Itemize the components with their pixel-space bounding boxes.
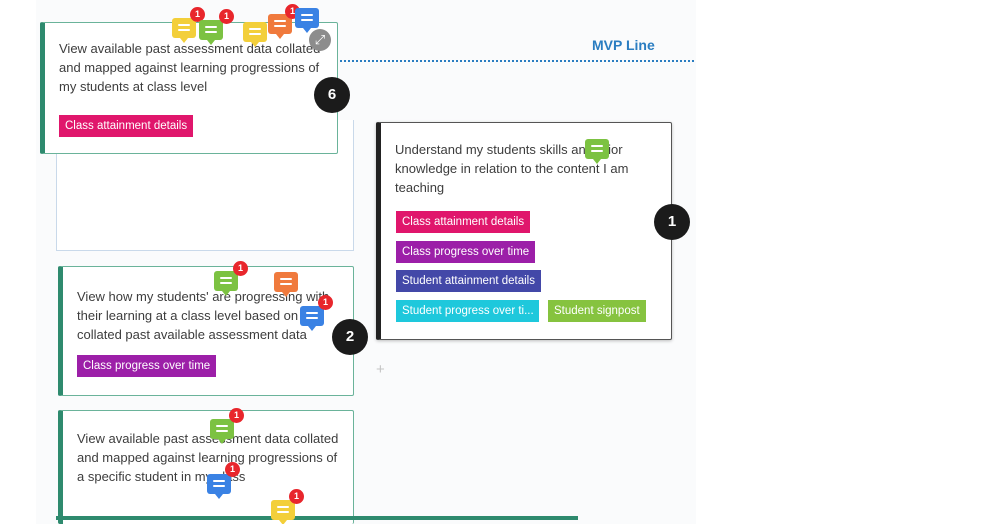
tag-class-progress-over-time[interactable]: Class progress over time bbox=[396, 241, 536, 263]
tag-class-progress-over-time[interactable]: Class progress over time bbox=[77, 355, 217, 377]
comment-icon[interactable] bbox=[585, 139, 609, 164]
board-margin bbox=[696, 0, 1000, 524]
comment-icon[interactable] bbox=[268, 14, 292, 39]
expand-arrows-icon[interactable]: ⤢ bbox=[309, 29, 331, 51]
story-card-class-progress[interactable]: View how my students' are progressing wi… bbox=[58, 266, 354, 396]
comment-icon[interactable] bbox=[271, 500, 295, 524]
comment-count-badge: 1 bbox=[289, 489, 304, 504]
comment-icon[interactable] bbox=[207, 474, 231, 499]
tag-class-attainment-details[interactable]: Class attainment details bbox=[396, 211, 531, 233]
tag-class-attainment-details[interactable]: Class attainment details bbox=[59, 115, 194, 137]
card-text: View available past assessment data coll… bbox=[59, 41, 321, 94]
card-number-badge: 6 bbox=[314, 77, 350, 113]
card-text: View how my students' are progressing wi… bbox=[77, 289, 330, 342]
comment-icon[interactable] bbox=[210, 419, 234, 444]
mvp-divider-line bbox=[336, 60, 694, 62]
comment-icon[interactable] bbox=[172, 18, 196, 43]
story-card-class-assessment[interactable]: View available past assessment data coll… bbox=[40, 22, 338, 154]
tag-student-progress-over-time[interactable]: Student progress over ti... bbox=[396, 300, 539, 322]
tag-student-signpost[interactable]: Student signpost bbox=[548, 300, 646, 322]
comment-count-badge: 1 bbox=[190, 7, 205, 22]
comment-icon[interactable] bbox=[214, 271, 238, 296]
story-card-student-assessment[interactable]: View available past assessment data coll… bbox=[58, 410, 354, 524]
comment-count-badge: 1 bbox=[318, 295, 333, 310]
story-card-understand-skills[interactable]: Understand my students skills and prior … bbox=[376, 122, 672, 340]
add-card-plus-icon[interactable]: + bbox=[376, 361, 385, 378]
comment-icon[interactable] bbox=[243, 22, 267, 47]
card-number-badge: 2 bbox=[332, 319, 368, 355]
card-number-badge: 1 bbox=[654, 204, 690, 240]
comment-count-badge: 1 bbox=[225, 462, 240, 477]
comment-icon[interactable] bbox=[300, 306, 324, 331]
comment-icon[interactable] bbox=[199, 20, 223, 45]
card-text: Understand my students skills and prior … bbox=[395, 142, 629, 195]
comment-icon[interactable] bbox=[295, 8, 319, 33]
comment-count-badge: 1 bbox=[233, 261, 248, 276]
card-text: View available past assessment data coll… bbox=[77, 431, 339, 484]
comment-count-badge: 1 bbox=[229, 408, 244, 423]
mvp-line-label: MVP Line bbox=[592, 37, 655, 53]
comment-count-badge: 1 bbox=[219, 9, 234, 24]
comment-icon[interactable] bbox=[274, 272, 298, 297]
column-bottom-bar bbox=[56, 516, 578, 520]
tag-student-attainment-details[interactable]: Student attainment details bbox=[396, 270, 541, 292]
